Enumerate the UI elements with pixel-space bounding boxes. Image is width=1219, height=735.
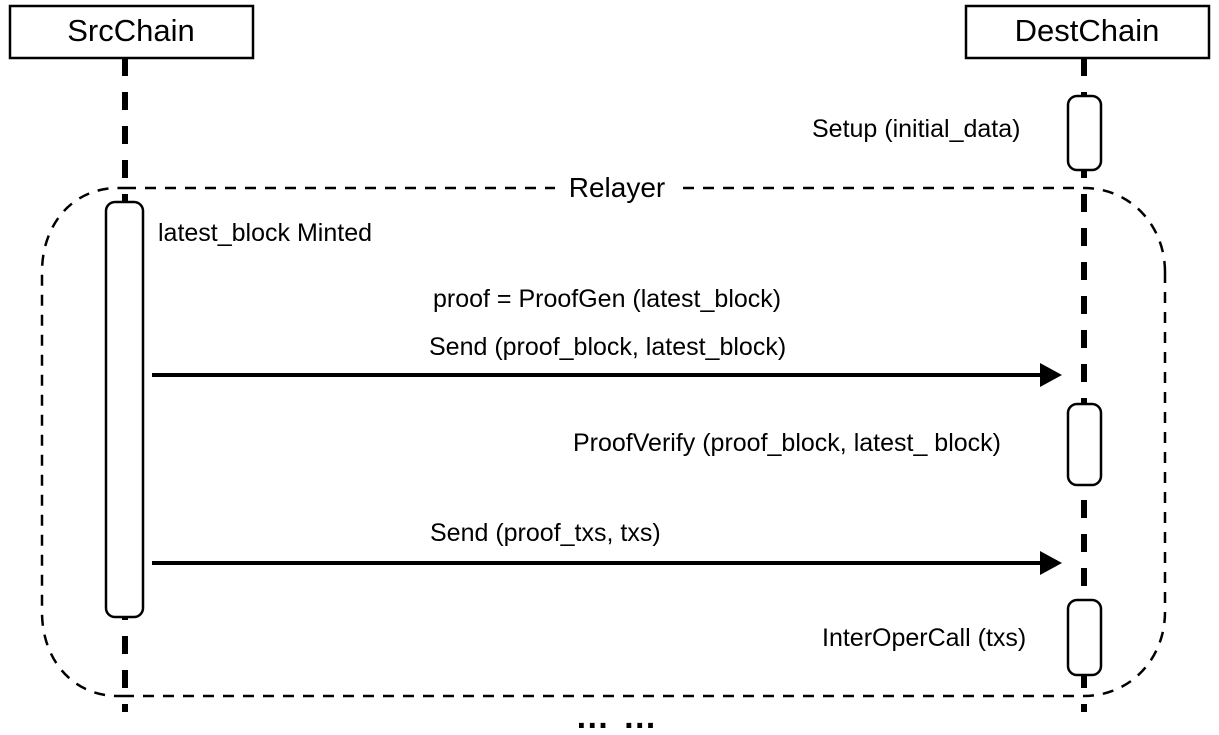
- message-label-send-proof-txs: Send (proof_txs, txs): [430, 519, 661, 547]
- message-label-latest-block-minted: latest_block Minted: [158, 219, 372, 247]
- arrow-head-icon-1: [1040, 363, 1062, 387]
- participant-destchain-label: DestChain: [1015, 13, 1160, 48]
- participant-srcchain-box: [8, 4, 255, 60]
- relayer-frame-top-right: [683, 186, 1167, 273]
- participant-srcchain[interactable]: SrcChain: [8, 4, 255, 60]
- activation-dest-setup: [1066, 94, 1103, 172]
- arrow-head-icon-2: [1040, 551, 1062, 575]
- participant-destchain-box: [964, 4, 1211, 60]
- relayer-frame-left: [40, 186, 125, 698]
- message-label-proof-verify: ProofVerify (proof_block, latest_ block): [573, 429, 1001, 457]
- message-arrow-send-proof-block: [152, 363, 1062, 387]
- activation-src-main: [104, 200, 145, 619]
- message-label-setup: Setup (initial_data): [812, 115, 1020, 143]
- message-arrow-send-proof-txs: [152, 551, 1062, 575]
- participant-srcchain-label: SrcChain: [67, 13, 195, 48]
- activation-dest-interop: [1066, 598, 1103, 677]
- relayer-frame-right-bottom: [125, 272, 1167, 698]
- message-label-send-proof-block: Send (proof_block, latest_block): [429, 333, 786, 361]
- message-label-interoper-call: InterOperCall (txs): [822, 624, 1026, 652]
- relayer-frame-label: Relayer: [569, 172, 665, 203]
- participant-destchain[interactable]: DestChain: [964, 4, 1211, 60]
- continuation-ellipsis: … …: [575, 698, 658, 735]
- message-label-proof-gen: proof = ProofGen (latest_block): [433, 285, 781, 313]
- activation-dest-verify: [1066, 402, 1103, 487]
